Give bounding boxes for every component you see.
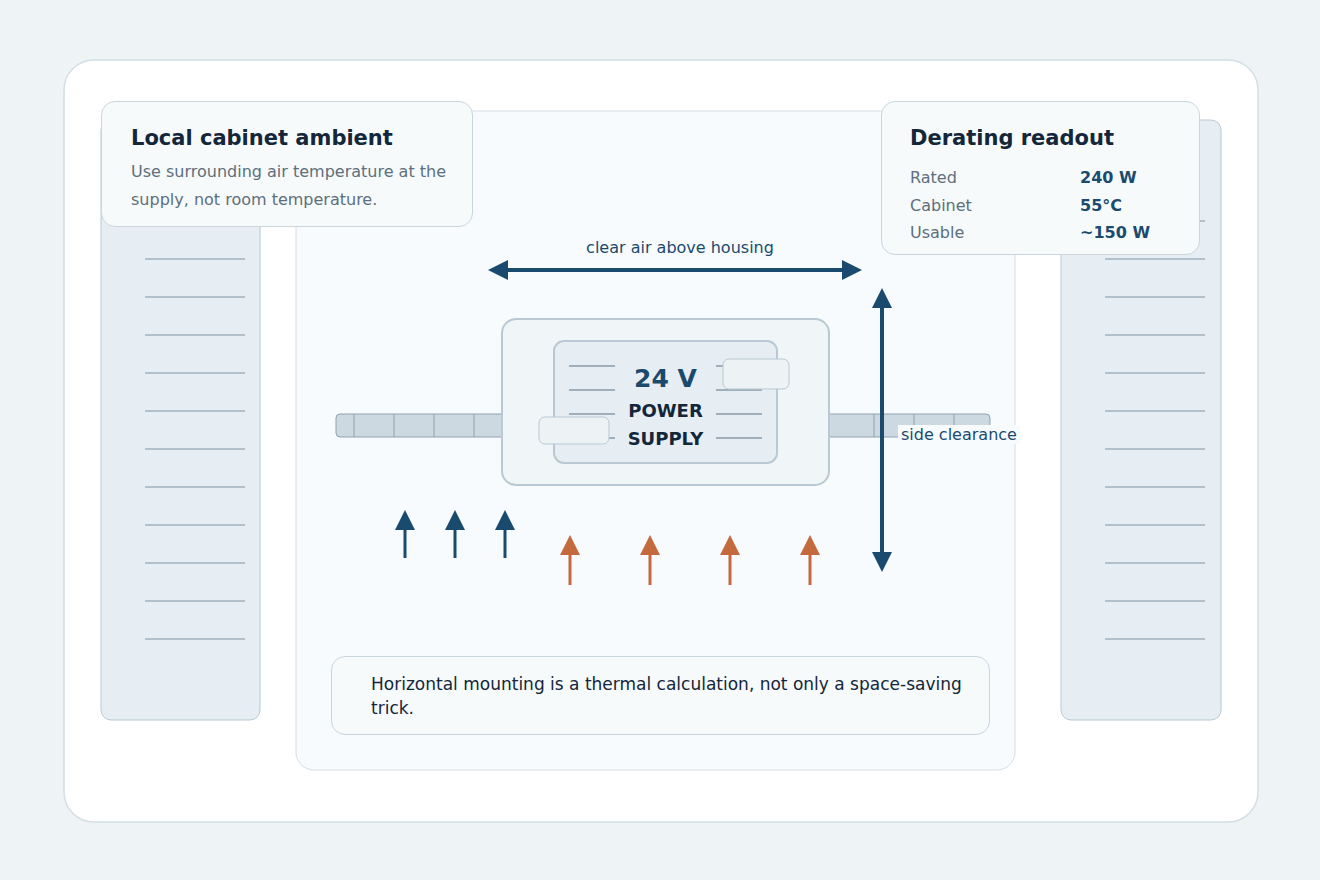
airflow-arrows [395,510,820,585]
node-text: Usable [910,223,1080,246]
node-text: 55°C [1080,196,1187,219]
node-text: Cabinet [910,196,1080,219]
node-text: ~150 W [1080,223,1187,246]
node-text: 240 W [1080,168,1187,191]
dimension-label: clear air above housing [586,238,774,257]
terminal-block [723,359,789,389]
psu-housing [502,319,829,485]
node-text: POWER SUPPLY [606,397,726,453]
info-card: Local cabinet ambientUse surrounding air… [101,101,473,227]
readout-card: Derating readoutRated240 WCabinet55°CUsa… [881,101,1200,255]
clearance-arrow [880,292,884,568]
node-text: Horizontal mounting is a thermal calcula… [371,672,969,720]
node-text: Use surrounding air temperature at the s… [131,158,456,214]
card-heading: Local cabinet ambient [131,126,456,150]
card-heading: Derating readout [910,126,1187,154]
clearance-arrow [492,268,858,272]
dimension-label: side clearance [898,425,1020,444]
node-text: Rated [910,168,1080,191]
note-box: Horizontal mounting is a thermal calcula… [331,656,990,735]
node-text: 24 V [634,364,697,393]
psu-label: 24 V POWER SUPPLY [554,341,777,463]
terminal-block [539,417,609,444]
card [64,60,1258,822]
